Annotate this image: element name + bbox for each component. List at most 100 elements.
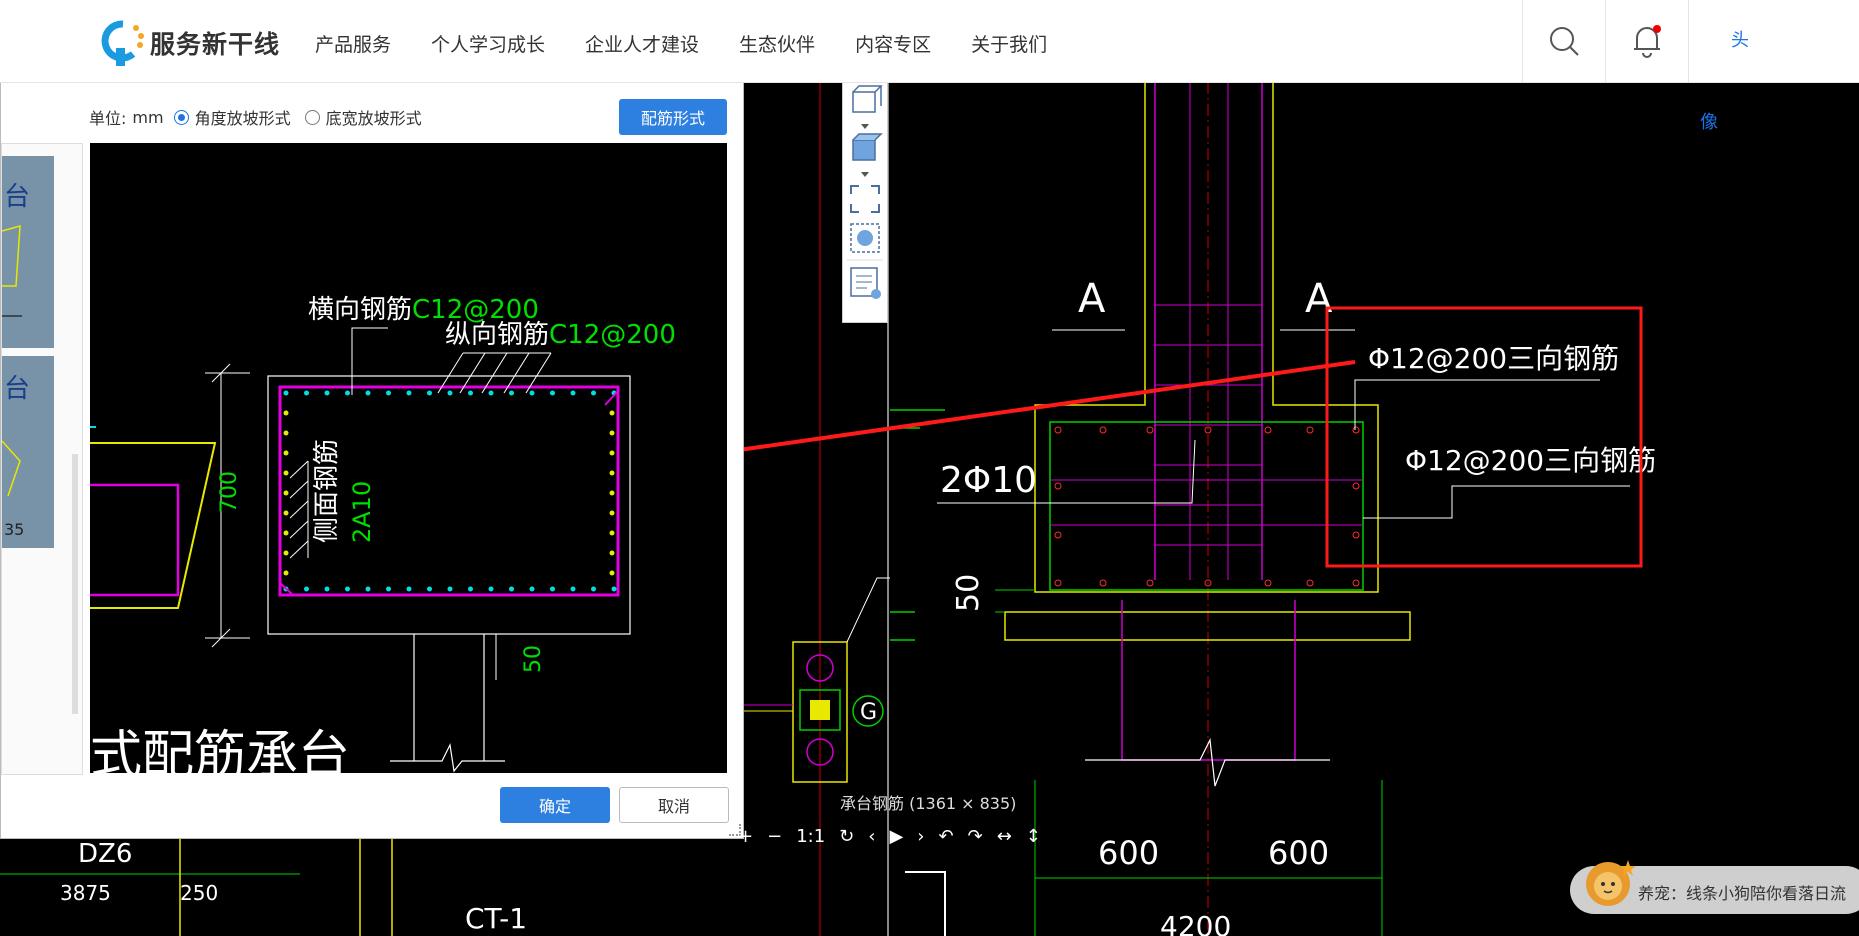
pet-lion-icon (1586, 860, 1636, 906)
rebar-dot (611, 586, 617, 592)
nav-item-personal-learning[interactable]: 个人学习成长 (431, 34, 546, 56)
rebar-dot (529, 586, 535, 592)
rebar-dot (609, 530, 615, 536)
rebar-dot (609, 450, 615, 456)
rebar-dot (570, 586, 576, 592)
dim-700: 700 (217, 471, 242, 513)
nav-right-tools: 头 (1522, 0, 1859, 82)
rebar-dot (609, 430, 615, 436)
confirm-button[interactable]: 确定 (500, 787, 610, 823)
nav-item-products[interactable]: 产品服务 (315, 34, 392, 56)
pet-widget-text: 养宠：线条小狗陪你看落日流 (1638, 884, 1847, 903)
axis-label-g: G (860, 700, 877, 725)
flip-vertical-button[interactable]: ↕ (1025, 826, 1041, 847)
rebar-dot (447, 390, 453, 396)
rotate-left-button[interactable]: ↶ (938, 826, 954, 847)
rebar-dot (283, 510, 289, 516)
dim-600-right: 600 (1268, 834, 1329, 872)
rebar-dot (609, 490, 615, 496)
rebar-dot (550, 586, 555, 592)
rebar-dot (283, 390, 289, 396)
rebar-dot (488, 586, 494, 592)
resize-handle[interactable] (729, 824, 741, 836)
rebar-dot (324, 586, 330, 592)
template-thumb-1[interactable]: 台 (2, 156, 54, 348)
zoom-out-button[interactable]: − (767, 826, 783, 847)
rotate-right-button[interactable]: ↷ (967, 826, 983, 847)
properties-icon[interactable] (850, 267, 881, 299)
rebar-dot (609, 570, 615, 576)
notification-button[interactable] (1605, 0, 1688, 82)
rebar-dot (427, 586, 432, 592)
image-viewer-controls: + − 1:1 ↻ ‹ ▶ › ↶ ↷ ↔ ↕ (738, 826, 1041, 847)
nav-item-about[interactable]: 关于我们 (971, 34, 1048, 56)
actual-size-button[interactable]: 1:1 (796, 826, 826, 847)
rebar-dot (529, 390, 535, 396)
rebar-dot (509, 586, 514, 592)
rebar-dot (345, 586, 350, 592)
prev-button[interactable]: ‹ (868, 826, 876, 847)
dim-250: 250 (180, 881, 218, 905)
rebar-preview-canvas: 700 50 横向钢筋C12@200 纵向钢筋C12@200 侧面钢筋 2A10… (90, 143, 727, 773)
pilecap-type-title: 式配筋承台 (90, 726, 350, 773)
rebar-dot (427, 390, 432, 396)
template-thumb-2[interactable]: 台 35 (2, 356, 54, 548)
rebar-form-button[interactable]: 配筋形式 (619, 99, 727, 135)
rebar-dot (488, 390, 494, 396)
rebar-dot (591, 390, 596, 396)
viewer-view-toolbar (842, 82, 888, 323)
rebar-dot (283, 490, 289, 496)
cancel-button[interactable]: 取消 (619, 787, 729, 823)
fit-screen-icon[interactable] (850, 185, 880, 213)
dim-50: 50 (521, 645, 546, 673)
dim-bottom-partial: 4200 (1160, 910, 1231, 936)
nav-item-partners[interactable]: 生态伙伴 (739, 34, 816, 56)
brand-logo[interactable]: 服务新干线 (100, 18, 280, 68)
nav-item-enterprise-talent[interactable]: 企业人才建设 (585, 34, 700, 56)
top-navbar: 服务新干线 产品服务 个人学习成长 企业人才建设 生态伙伴 内容专区 关于我们 … (0, 0, 1859, 83)
solid-cube-icon[interactable] (852, 133, 883, 161)
rebar-dot (386, 586, 391, 592)
play-button[interactable]: ▶ (889, 826, 904, 847)
rebar-dot (609, 470, 615, 476)
rebar-dot (591, 586, 596, 592)
rebar-dot (386, 390, 391, 396)
search-icon (1550, 27, 1579, 56)
rebar-label-2: Φ12@200三向钢筋 (1405, 444, 1656, 477)
cube-view-icon[interactable] (852, 85, 883, 113)
rebar-dot (345, 390, 350, 396)
pet-widget[interactable]: 养宠：线条小狗陪你看落日流 (1570, 860, 1859, 914)
rebar-dot (609, 510, 615, 516)
unit-row: 单位: mm 角度放坡形式 底宽放坡形式 (89, 105, 422, 129)
rotate-reset-button[interactable]: ↻ (839, 826, 855, 847)
dim-600-left: 600 (1098, 834, 1159, 872)
side-rebar-value: 2A10 (348, 481, 376, 543)
rebar-dot (468, 390, 473, 396)
dim-50-right: 50 (951, 574, 986, 612)
template-thumb-2-number: 35 (4, 520, 25, 539)
longitudinal-rebar-label: 纵向钢筋C12@200 (445, 320, 676, 350)
main-nav: 产品服务 个人学习成长 企业人才建设 生态伙伴 内容专区 关于我们 (315, 30, 1047, 57)
rebar-dot (406, 586, 412, 592)
rebar-dot (283, 570, 289, 576)
unit-value: mm (132, 107, 164, 127)
rebar-dot (283, 530, 289, 536)
flip-horizontal-button[interactable]: ↔ (996, 826, 1012, 847)
next-button[interactable]: › (917, 826, 925, 847)
rebar-dot (365, 586, 371, 592)
rebar-dot (283, 450, 289, 456)
rebar-dot (609, 410, 615, 416)
search-button[interactable] (1522, 0, 1605, 82)
user-avatar[interactable]: 头 (1688, 0, 1859, 82)
radio-angle-slope-label[interactable]: 角度放坡形式 (194, 109, 291, 128)
rebar-dot (570, 390, 576, 396)
template-thumb-1-label: 台 (4, 182, 31, 212)
radio-width-slope[interactable] (304, 109, 320, 125)
box-select-icon[interactable] (850, 223, 880, 253)
zoom-in-button[interactable]: + (738, 826, 754, 847)
template-list-scrollbar[interactable] (72, 454, 78, 714)
radio-angle-slope[interactable] (173, 109, 189, 125)
radio-width-slope-label[interactable]: 底宽放坡形式 (325, 109, 422, 128)
nav-item-content[interactable]: 内容专区 (855, 34, 932, 56)
rebar-dot (283, 470, 289, 476)
